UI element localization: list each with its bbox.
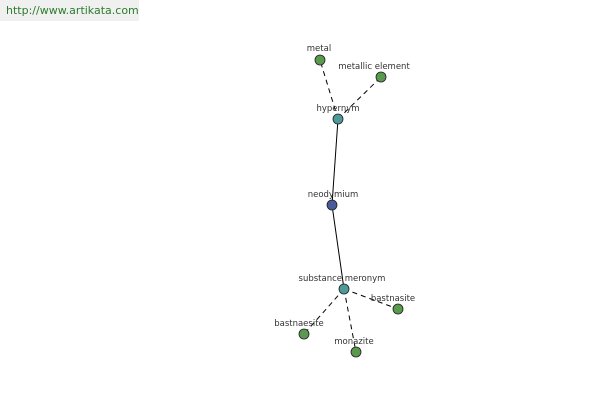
node-substance-meronym[interactable] [338,283,350,295]
node-metallic-element[interactable] [375,71,387,83]
node-hypernym[interactable] [332,113,344,125]
node-label-neodymium[interactable]: neodymium [308,190,359,200]
node-bastnasite[interactable] [392,303,404,315]
node-label-hypernym[interactable]: hypernym [316,104,359,114]
node-bastnaesite[interactable] [298,328,310,340]
edge-neodymium-to-substance-meronym [331,204,345,290]
node-metal[interactable] [314,54,326,66]
edges-layer [303,59,399,353]
node-label-metal[interactable]: metal [307,44,331,54]
node-monazite[interactable] [350,346,362,358]
node-neodymium[interactable] [326,199,338,211]
labels-layer: metal metallic element hypernym neodymium su… [274,44,415,347]
source-link[interactable]: http://www.artikata.com [0,0,139,21]
node-label-metallic-element[interactable]: metallic element [338,62,410,72]
edge-substance-meronym-to-monazite [343,288,357,353]
edge-substance-meronym-to-bastnasite [343,288,399,310]
node-label-bastnasite[interactable]: bastnasite [371,294,415,304]
node-label-substance-meronym[interactable]: substance meronym [299,274,386,284]
edge-substance-meronym-to-bastnaesite [303,288,345,335]
node-label-bastnaesite[interactable]: bastnaesite [274,319,324,329]
nodes-layer [298,54,404,358]
edge-hypernym-to-metallic-element [337,76,382,120]
edge-hypernym-to-metal [319,59,339,120]
node-label-monazite[interactable]: monazite [334,337,373,347]
edge-neodymium-to-hypernym [331,118,339,206]
